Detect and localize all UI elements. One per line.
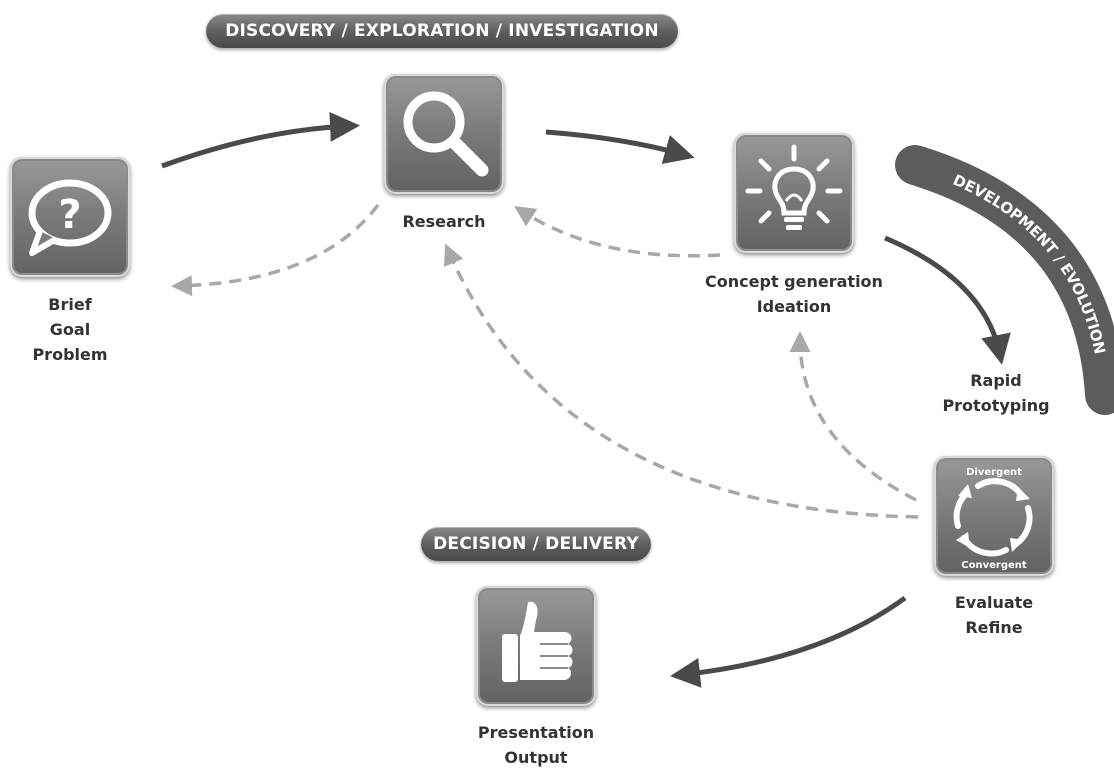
- evaluate-line-2: Refine: [965, 618, 1023, 637]
- concept-line-2: Ideation: [756, 297, 832, 316]
- thumbs-up-icon: [502, 601, 573, 682]
- svg-text:Divergent: Divergent: [966, 467, 1022, 478]
- brief-line-3: Problem: [32, 345, 108, 364]
- dashed-arrow-evaluate-to-concept: [789, 331, 917, 502]
- arrow-concept-to-prototyping: [884, 235, 1011, 365]
- presentation-label: Presentation Output: [461, 720, 611, 770]
- prototyping-line-2: Prototyping: [942, 396, 1050, 415]
- dashed-arrow-concept-to-research: [514, 206, 721, 258]
- research-label: Research: [374, 209, 514, 234]
- arrow-brief-to-research: [161, 111, 360, 169]
- presentation-line-2: Output: [504, 748, 568, 767]
- brief-label: Brief Goal Problem: [10, 292, 130, 367]
- presentation-line-1: Presentation: [477, 723, 595, 742]
- phase-pill-discovery: DISCOVERY / EXPLORATION / INVESTIGATION: [206, 14, 678, 48]
- magnifying-glass-icon: [403, 91, 489, 177]
- lightbulb-icon: [745, 144, 843, 230]
- question-speech-bubble-icon: ?: [28, 179, 112, 256]
- concept-line-1: Concept generation: [705, 272, 883, 291]
- development-banner: [895, 145, 1114, 415]
- evaluate-tile: Divergent Convergent: [934, 456, 1054, 576]
- dashed-arrow-research-to-brief: [171, 203, 380, 297]
- evaluate-label: Evaluate Refine: [934, 590, 1054, 640]
- brief-line-2: Goal: [49, 320, 91, 339]
- prototyping-line-1: Rapid: [970, 371, 1022, 390]
- svg-text:?: ?: [58, 192, 81, 238]
- svg-text:Convergent: Convergent: [961, 560, 1027, 571]
- arrow-research-to-concept: [545, 129, 695, 164]
- concept-tile: [734, 133, 854, 253]
- evaluate-line-1: Evaluate: [954, 593, 1034, 612]
- brief-line-1: Brief: [48, 295, 92, 314]
- phase-pill-decision: DECISION / DELIVERY: [421, 527, 651, 561]
- research-tile: [384, 74, 504, 194]
- research-line-1: Research: [402, 212, 486, 231]
- prototyping-label: Rapid Prototyping: [931, 368, 1061, 418]
- arrow-evaluate-to-presentation: [670, 595, 907, 688]
- brief-tile: ?: [10, 157, 130, 277]
- dashed-arrow-evaluate-to-research: [443, 243, 919, 519]
- concept-label: Concept generation Ideation: [694, 269, 894, 319]
- cycle-arrows-icon: Divergent Convergent: [953, 467, 1033, 571]
- presentation-tile: [476, 586, 596, 706]
